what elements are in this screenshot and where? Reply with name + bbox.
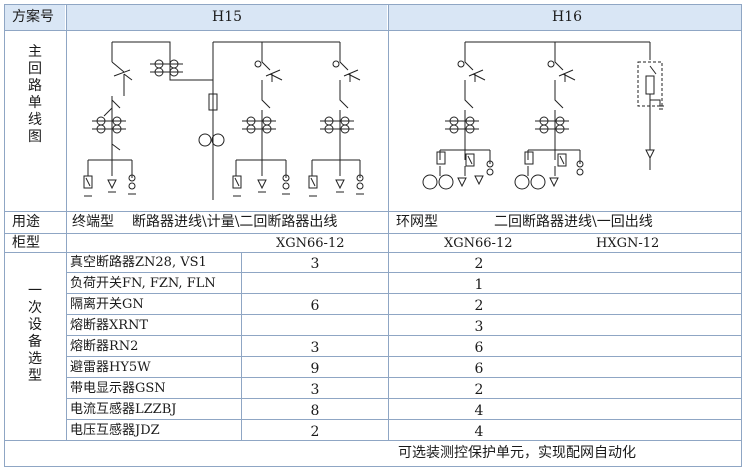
usage-h16-desc: 二回断路器进线\一回出线 (494, 214, 653, 230)
equipment-name: 隔离开关GN (70, 297, 144, 312)
grid-line (4, 30, 742, 31)
equipment-h16-qty: 6 (474, 340, 484, 356)
equipment-label-char: 次 (28, 300, 42, 316)
equipment-label-char: 选 (28, 351, 42, 367)
equipment-name: 带电显示器GSN (70, 381, 166, 396)
scheme-label: 方案号 (12, 9, 54, 25)
cabinet-label: 柜型 (12, 235, 40, 251)
header-band-h15 (67, 4, 387, 30)
equipment-h15-qty: 3 (310, 256, 320, 272)
grid-line (4, 440, 742, 441)
grid-line (4, 211, 742, 212)
grid-line (4, 4, 5, 466)
equipment-h16-qty: 3 (474, 319, 484, 335)
grid-line (67, 272, 742, 273)
usage-h15-desc: 断路器进线\计量\二回断路器出线 (132, 214, 338, 230)
header-band-h16 (389, 4, 742, 30)
grid-line (4, 233, 742, 234)
grid-line (67, 398, 742, 399)
equipment-name: 避雷器HY5W (70, 360, 151, 375)
header-band-scheme (4, 4, 65, 30)
equipment-h15-qty: 6 (310, 298, 320, 314)
equipment-name: 负荷开关FN, FZN, FLN (70, 276, 216, 291)
equipment-label-char: 备 (28, 334, 42, 350)
grid-line (4, 252, 742, 253)
diagram-label-char: 主 (28, 44, 42, 60)
grid-line (4, 466, 742, 467)
equipment-h16-qty: 2 (474, 382, 484, 398)
equipment-label-char: 设 (28, 317, 42, 333)
cabinet-h16-b: HXGN-12 (596, 236, 660, 251)
footer-note: 可选装测控保护单元，实现配网自动化 (398, 445, 636, 461)
equipment-h15-qty: 3 (310, 382, 320, 398)
grid-line (66, 4, 67, 440)
equipment-name: 真空断路器ZN28, VS1 (70, 255, 207, 270)
equipment-h16-qty: 4 (474, 424, 484, 440)
scheme-h16: H16 (552, 9, 583, 25)
equipment-h15-qty: 2 (310, 424, 320, 440)
equipment-name: 熔断器XRNT (70, 318, 149, 333)
equipment-h16-qty: 1 (474, 277, 484, 293)
equipment-h15-qty: 3 (310, 340, 320, 356)
diagram-label-char: 线 (28, 112, 42, 128)
diagram-label-char: 图 (28, 129, 42, 145)
equipment-label-char: 型 (28, 368, 42, 384)
grid-line (67, 293, 742, 294)
usage-h15-type: 终端型 (72, 214, 114, 230)
equipment-name: 熔断器RN2 (70, 339, 139, 354)
equipment-h16-qty: 6 (474, 361, 484, 377)
equipment-name: 电流互感器LZZBJ (70, 402, 177, 417)
grid-line (67, 356, 742, 357)
grid-line (67, 335, 742, 336)
h16-diagram (423, 42, 664, 189)
equipment-h15-qty: 8 (310, 403, 320, 419)
scheme-h15: H15 (212, 9, 243, 25)
equipment-label: 一 次 设 备 选 型 (26, 283, 44, 385)
usage-h16-type: 环网型 (396, 214, 438, 230)
grid-line (67, 314, 742, 315)
grid-line (4, 4, 742, 5)
cabinet-h15: XGN66-12 (276, 236, 345, 251)
equipment-h16-qty: 4 (474, 403, 484, 419)
equipment-h16-qty: 2 (474, 298, 484, 314)
grid-line (741, 4, 742, 466)
diagram-label-char: 回 (28, 61, 42, 77)
h15-diagram (84, 42, 364, 200)
equipment-label-char: 一 (28, 283, 42, 299)
equipment-h16-qty: 2 (474, 256, 484, 272)
usage-label: 用途 (12, 214, 40, 230)
grid-line (67, 419, 742, 420)
grid-line (241, 252, 242, 440)
grid-line (388, 4, 389, 440)
equipment-name: 电压互感器JDZ (70, 423, 160, 438)
diagram-label-char: 路 (28, 78, 42, 94)
diagram-label-char: 单 (28, 95, 42, 111)
diagram-label: 主 回 路 单 线 图 (26, 44, 44, 146)
grid-line (67, 377, 742, 378)
equipment-h15-qty: 9 (310, 361, 320, 377)
cabinet-h16-a: XGN66-12 (444, 236, 513, 251)
